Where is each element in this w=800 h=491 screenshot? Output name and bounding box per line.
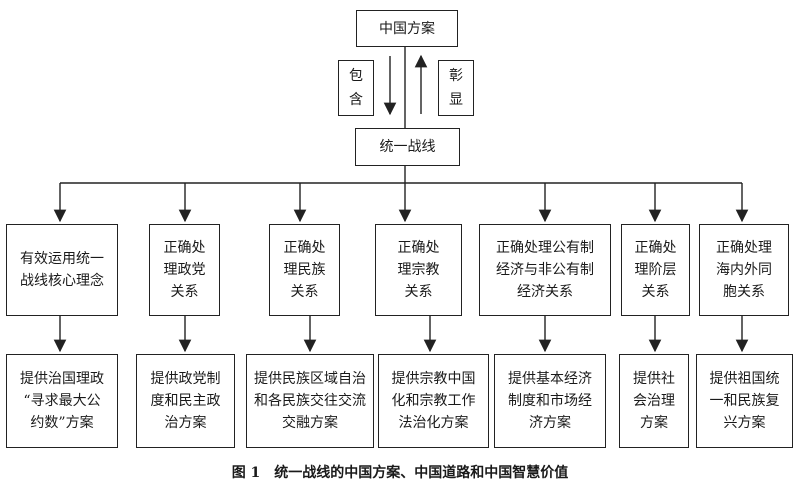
plan-node: 提供社 会治理 方案 (619, 354, 689, 448)
figure-caption: 图 1 统一战线的中国方案、中国道路和中国智慧价值 (231, 465, 569, 481)
relation-node: 正确处 理宗教 关系 (375, 224, 462, 316)
plan-node: 提供民族区域自治 和各民族交往交流 交融方案 (246, 354, 374, 448)
contain-label: 包 含 (338, 60, 374, 116)
center-node: 统一战线 (355, 128, 460, 166)
relation-node: 有效运用统一 战线核心理念 (6, 224, 118, 316)
plan-node: 提供基本经济 制度和市场经 济方案 (494, 354, 606, 448)
manifest-label: 彰 显 (438, 60, 474, 116)
relation-node: 正确处理公有制 经济与非公有制 经济关系 (479, 224, 611, 316)
plan-node: 提供宗教中国 化和宗教工作 法治化方案 (378, 354, 489, 448)
plan-node: 提供政党制 度和民主政 治方案 (136, 354, 235, 448)
relation-node: 正确处 理民族 关系 (269, 224, 340, 316)
plan-node: 提供祖国统 一和民族复 兴方案 (696, 354, 793, 448)
relation-node: 正确处 理政党 关系 (149, 224, 220, 316)
relation-node: 正确处理 海内外同 胞关系 (699, 224, 789, 316)
top-node: 中国方案 (356, 10, 458, 47)
plan-node: 提供治国理政 “寻求最大公 约数”方案 (6, 354, 118, 448)
relation-node: 正确处 理阶层 关系 (621, 224, 690, 316)
